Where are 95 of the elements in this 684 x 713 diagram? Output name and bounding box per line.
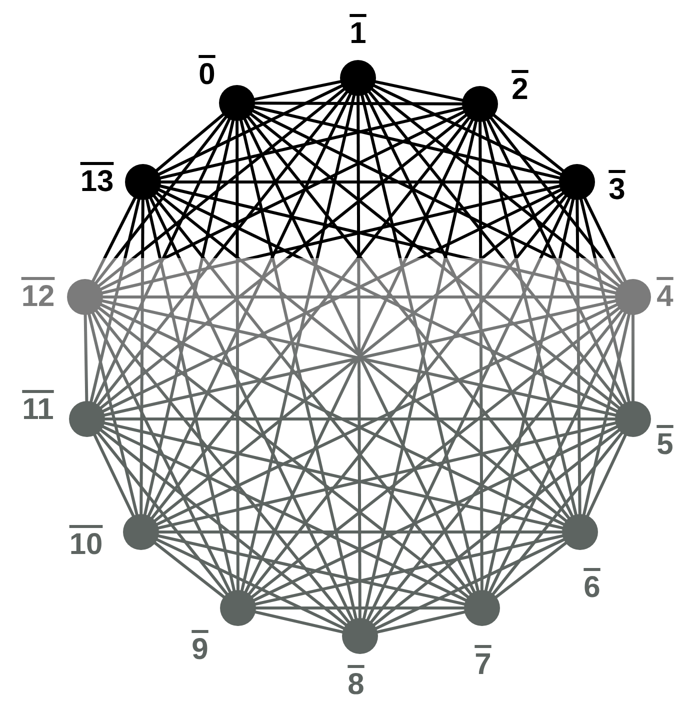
vertex-label: 1 [350,19,366,49]
edge-line [102,188,562,413]
edge-line [143,119,235,516]
edge-line [372,428,621,627]
edge-line [150,116,471,520]
edge-line [87,313,139,516]
edge-line [146,92,352,518]
edge-line [159,106,464,180]
edge-line [102,424,468,602]
edge-line [157,534,466,606]
edge-line [255,606,465,610]
edge-line [632,314,634,402]
vertex-label: 5 [656,430,674,460]
edge-line [586,434,628,518]
edge-line [254,534,564,606]
edge-line [370,309,624,624]
edge-line [583,196,627,282]
edge-line [94,115,228,285]
edge-line [372,84,562,176]
vertex-label: 6 [584,573,600,603]
edge-line [158,188,618,413]
edge-line [158,84,344,176]
edge-line [252,424,618,602]
edge-line [99,113,468,410]
vertex-label: 3 [608,175,626,205]
edge-line [249,112,621,410]
edge-line [492,113,565,173]
edge-line [99,428,348,627]
edge-line [579,198,631,403]
edge-line [100,302,566,526]
vertex-label: 9 [192,635,208,665]
edge-line [370,87,621,288]
edge-line [102,296,616,298]
edge-line [91,196,137,282]
edge-line [96,431,229,596]
edge-line [253,105,561,180]
vertex-label: 12 [21,282,55,312]
vertex-label: 8 [348,670,364,700]
edge-line [486,118,627,404]
vertex-label: 7 [474,650,492,680]
edge-line [252,109,618,291]
edge-line [489,116,624,285]
edge-line [376,610,466,634]
edge-line [89,198,141,403]
edge-line [158,530,563,534]
edge-line [491,431,624,596]
edge-line [366,196,572,622]
edge-line [364,92,574,518]
edge-line [155,112,225,172]
edge-line [159,184,617,295]
edge-line [488,312,627,594]
vertex-label: 10 [69,530,103,560]
edge-line [153,541,226,599]
vertex-label: 2 [512,75,528,105]
edge-line [250,306,621,599]
edge-line [484,198,575,592]
edge-line [103,421,564,530]
edge-line [236,120,240,591]
edge-line [97,306,470,599]
edge-line [152,194,473,596]
edge-line [100,110,466,291]
vertex-label: 0 [198,60,216,90]
vertex-label: 11 [22,395,54,425]
edge-line [254,102,463,106]
edge-line [104,418,616,420]
vertex-label: 13 [80,167,114,197]
edge-line [97,87,346,288]
edge-line [582,313,631,516]
edge-line [368,90,624,407]
edge-line [91,312,232,594]
vertex-label: 4 [656,282,674,312]
edge-line [576,198,582,516]
edge-line [254,610,344,634]
edge-line [494,541,568,599]
edge-line [96,90,349,407]
edge-line [92,118,232,404]
edge-line [94,309,350,624]
edge-line [247,194,568,596]
edge-line [140,199,144,515]
edge-line [478,121,484,591]
edge-line [84,314,88,402]
edge-line [92,434,136,518]
edge-line [160,180,560,184]
edge-line [374,538,566,630]
edge-line [253,80,342,102]
edge-line [374,80,464,102]
edge-line [246,115,571,520]
edge-line [356,95,362,619]
edge-line [156,538,346,630]
edge-line [157,421,617,530]
edge-line [156,302,618,526]
edge-line [148,196,354,622]
edge-line [145,198,236,592]
edge-line [101,184,561,295]
edge-line [482,120,578,516]
